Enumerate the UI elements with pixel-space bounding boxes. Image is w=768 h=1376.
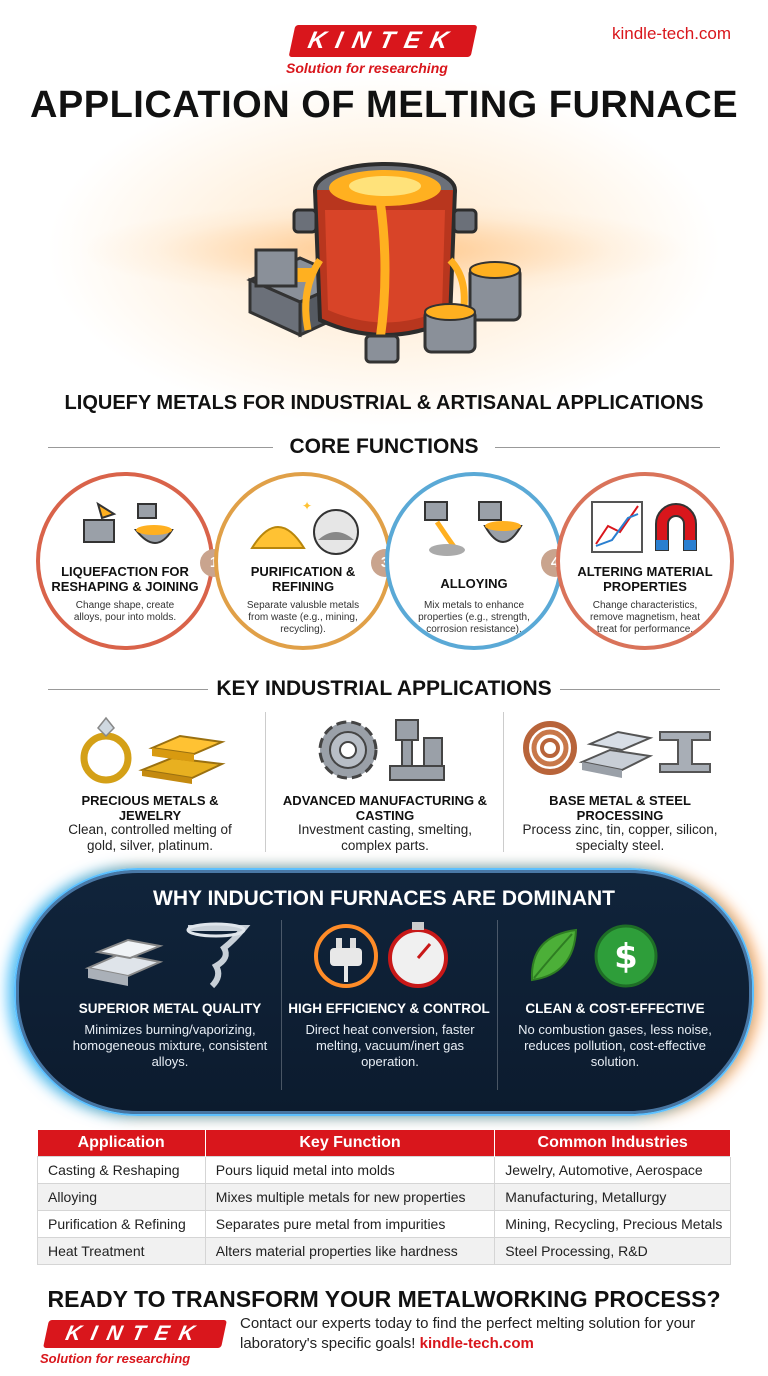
panel-divider-2	[497, 920, 498, 1090]
cta-text: Contact our experts today to find the pe…	[240, 1315, 696, 1352]
table-cell: Alloying	[37, 1182, 206, 1211]
industrial-desc-2: Investment casting, smelting, complex pa…	[297, 822, 473, 853]
divider-left-2	[48, 689, 208, 690]
core-desc-4: Change characteristics, remove magnetism…	[589, 600, 701, 635]
leaf-dollar-icon: $	[530, 924, 658, 988]
core-title-1: LIQUEFACTION FOR RESHAPING & JOINING	[51, 564, 199, 594]
table-row: Heat Treatment Alters material propertie…	[37, 1236, 731, 1265]
table-header-function: Key Function	[205, 1130, 496, 1156]
kintek-logo-footer: KINTEK	[43, 1320, 227, 1348]
alloying-ladles-icon	[424, 501, 523, 556]
core-title-4: ALTERING MATERIAL PROPERTIES	[577, 564, 713, 594]
core-title-3: ALLOYING	[440, 576, 508, 591]
table-row: Casting & Reshaping Pours liquid metal i…	[37, 1155, 731, 1184]
core-functions-heading: CORE FUNCTIONS	[289, 435, 479, 458]
induction-title-3: CLEAN & COST-EFFECTIVE	[525, 1001, 705, 1016]
logo-tagline: Solution for researching	[286, 60, 448, 76]
industrial-title-1: PRECIOUS METALS & JEWELRY	[81, 793, 219, 823]
core-desc-1: Change shape, create alloys, pour into m…	[73, 600, 177, 623]
plug-timer-icon	[314, 922, 448, 988]
divider-right-2	[560, 689, 720, 690]
table-cell: Casting & Reshaping	[37, 1155, 206, 1184]
summary-table: Application Key Function Common Industri…	[37, 1130, 731, 1265]
industrial-desc-3: Process zinc, tin, copper, silicon, spec…	[522, 822, 718, 853]
table-cell: Purification & Refining	[37, 1209, 206, 1238]
table-row: Purification & Refining Separates pure m…	[37, 1209, 731, 1238]
gold-pile-icon: ✦	[250, 499, 359, 555]
site-link[interactable]: kindle-tech.com	[612, 24, 732, 43]
graph-magnet-icon	[591, 501, 697, 553]
table-cell: Heat Treatment	[37, 1236, 206, 1265]
silver-ingots-tornado-icon	[84, 922, 251, 989]
column-divider-2	[503, 712, 504, 852]
subtitle: LIQUEFY METALS FOR INDUSTRIAL & ARTISANA…	[64, 392, 704, 414]
table-cell: Mixes multiple metals for new properties	[204, 1182, 496, 1211]
core-card-purification: ✦ PURIFICATION & REFINING Separate valus…	[214, 472, 392, 650]
core-card-liquefaction: LIQUEFACTION FOR RESHAPING & JOINING Cha…	[36, 472, 214, 650]
divider-right	[495, 447, 720, 448]
pouring-crucible-icon	[83, 501, 174, 544]
page-title: APPLICATION OF MELTING FURNACE	[29, 84, 739, 126]
copper-coil-steel-icon	[523, 721, 711, 778]
induction-title-2: HIGH EFFICIENCY & CONTROL	[288, 1001, 490, 1016]
core-card-altering: ALTERING MATERIAL PROPERTIES Change char…	[556, 472, 734, 650]
core-desc-2: Separate valusble metals from waste (e.g…	[246, 600, 360, 635]
table-cell: Steel Processing, R&D	[494, 1236, 731, 1265]
induction-title-1: SUPERIOR METAL QUALITY	[78, 1001, 262, 1016]
cta-heading: READY TO TRANSFORM YOUR METALWORKING PRO…	[47, 1286, 721, 1312]
logo-tagline-footer: Solution for researching	[40, 1351, 191, 1366]
ring-gold-bars-icon	[80, 716, 226, 784]
gear-casting-icon	[318, 719, 445, 781]
divider-left	[48, 447, 273, 448]
table-cell: Alters material properties like hardness	[204, 1236, 496, 1265]
svg-text:✦: ✦	[302, 499, 312, 513]
industrial-title-3: BASE METAL & STEEL PROCESSING	[549, 793, 691, 823]
panel-divider-1	[281, 920, 282, 1090]
table-row: Alloying Mixes multiple metals for new p…	[37, 1182, 731, 1211]
core-card-alloying: ALLOYING Mix metals to enhance propertie…	[385, 472, 563, 650]
cta-contact: Contact our experts today to find the pe…	[240, 1314, 750, 1354]
melting-furnace-illustration	[246, 162, 522, 364]
induction-desc-3: No combustion gases, less noise, reduces…	[518, 1022, 712, 1069]
industrial-desc-1: Clean, controlled melting of gold, silve…	[68, 822, 232, 853]
table-cell: Separates pure metal from impurities	[204, 1209, 496, 1238]
table-cell: Mining, Recycling, Precious Metals	[494, 1209, 731, 1238]
industrial-heading: KEY INDUSTRIAL APPLICATIONS	[216, 677, 552, 700]
table-cell: Pours liquid metal into molds	[204, 1155, 496, 1184]
table-header-application: Application	[37, 1130, 206, 1156]
table-header-industries: Common Industries	[494, 1130, 731, 1156]
table-cell: Manufacturing, Metallurgy	[494, 1182, 731, 1211]
induction-panel	[14, 868, 754, 1116]
induction-desc-2: Direct heat conversion, faster melting, …	[305, 1022, 475, 1069]
induction-heading: WHY INDUCTION FURNACES ARE DOMINANT	[153, 887, 615, 910]
table-cell: Jewelry, Automotive, Aerospace	[494, 1155, 731, 1184]
table-header-row: Application Key Function Common Industri…	[37, 1130, 731, 1156]
kintek-logo: KINTEK	[288, 25, 478, 57]
svg-text:$: $	[614, 937, 638, 977]
core-title-2: PURIFICATION & REFINING	[250, 564, 356, 594]
industrial-title-2: ADVANCED MANUFACTURING & CASTING	[282, 793, 488, 823]
column-divider-1	[265, 712, 266, 852]
core-desc-3: Mix metals to enhance properties (e.g., …	[418, 600, 530, 635]
induction-desc-1: Minimizes burning/vaporizing, homogeneou…	[72, 1022, 268, 1069]
cta-link[interactable]: kindle-tech.com	[419, 1335, 534, 1352]
